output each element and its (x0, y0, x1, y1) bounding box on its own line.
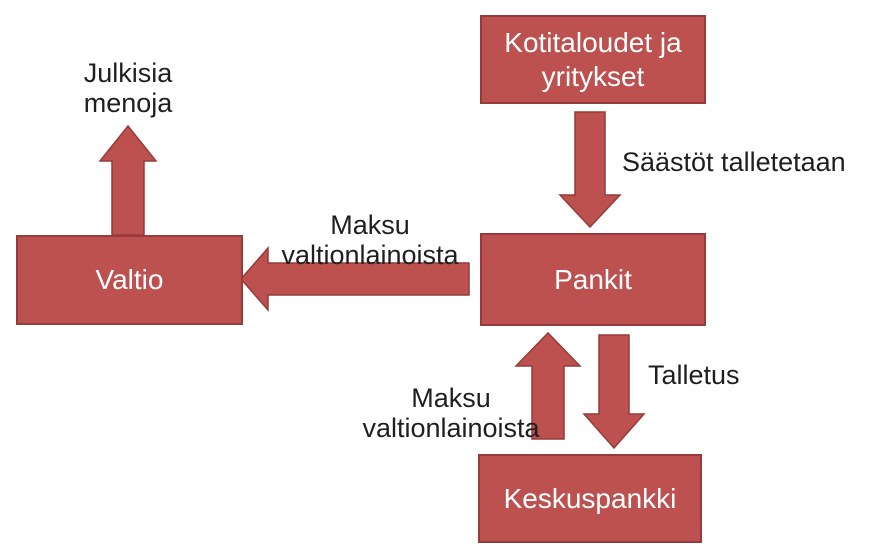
node-valtio: Valtio (16, 235, 243, 325)
arrow-down-saastot-icon (558, 111, 622, 229)
node-valtio-label: Valtio (95, 264, 164, 296)
edge-label-talletus: Talletus (648, 360, 740, 390)
node-keskuspankki: Keskuspankki (478, 454, 702, 543)
edge-label-maksu-valtionlainoista-mid: Maksu valtionlainoista (281, 210, 459, 271)
edge-label-saastot-talletetaan: Säästöt talletetaan (622, 147, 846, 177)
edge-label-maksu-valtionlainoista-bottom: Maksu valtionlainoista (362, 383, 540, 444)
arrow-up-maksu-valtionlainoista-icon (514, 331, 582, 440)
node-pankit-label: Pankit (554, 263, 632, 295)
node-kotitaloudet-ja-yritykset: Kotitaloudet ja yritykset (480, 15, 706, 104)
arrow-down-talletus-icon (582, 334, 646, 450)
node-keskuspankki-label: Keskuspankki (503, 482, 677, 514)
node-pankit: Pankit (480, 233, 706, 326)
arrow-up-julkisia-menoja-icon (98, 124, 158, 236)
arrow-left-maksu-valtionlainoista-icon (240, 245, 470, 313)
node-kotitaloudet-label: Kotitaloudet ja yritykset (504, 26, 682, 92)
edge-label-julkisia-menoja: Julkisia menoja (83, 58, 173, 119)
